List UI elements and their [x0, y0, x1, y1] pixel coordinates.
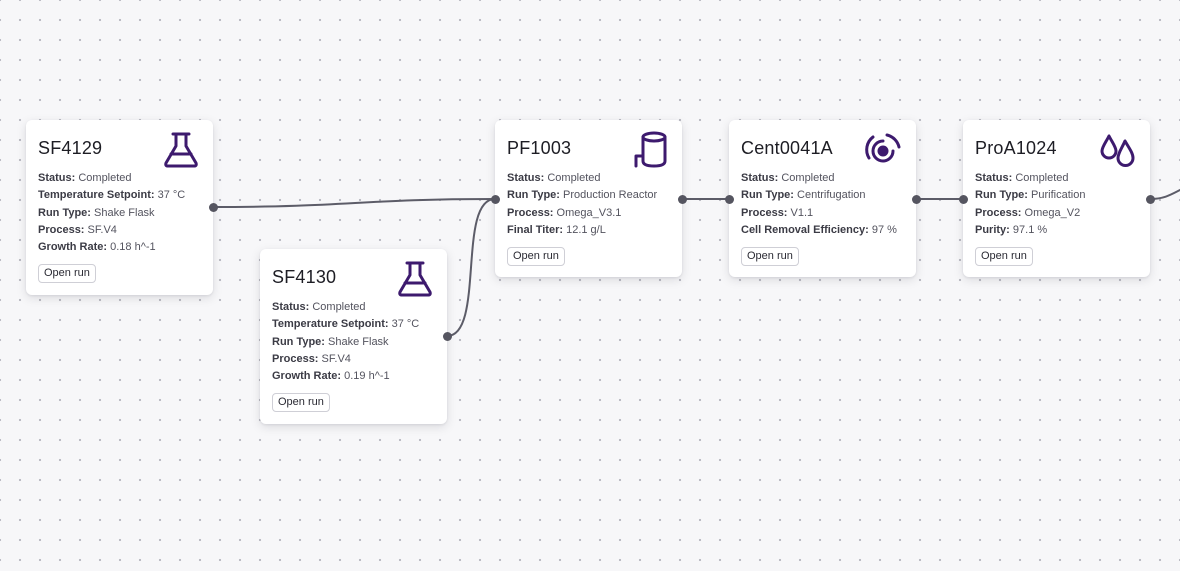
open-run-button[interactable]: Open run	[272, 393, 330, 413]
bioreactor-icon	[630, 130, 670, 170]
edge-sf4129-pf1003	[212, 198, 496, 208]
prop-growth-rate: Growth Rate: 0.18 h^-1	[38, 241, 156, 254]
handle-cent0041a-source[interactable]	[911, 194, 921, 204]
handle-pf1003-target[interactable]	[490, 194, 500, 204]
open-run-button[interactable]: Open run	[741, 247, 799, 267]
node-title: PF1003	[507, 138, 572, 158]
prop-status: Status: Completed	[38, 172, 132, 184]
node-pf1003[interactable]: PF1003 Status: Completed Run Type: Produ…	[495, 120, 682, 277]
drops-icon	[1098, 130, 1138, 170]
open-run-button[interactable]: Open run	[975, 247, 1033, 267]
handle-proa1024-source[interactable]	[1145, 194, 1155, 204]
prop-run-type: Run Type: Shake Flask	[38, 206, 155, 219]
prop-run-type: Run Type: Shake Flask	[272, 335, 389, 348]
prop-process: Process: V1.1	[741, 206, 814, 219]
edge-sf4130-pf1003	[446, 198, 496, 337]
node-sf4130[interactable]: SF4130 Status: Completed Temperature Set…	[260, 249, 447, 424]
handle-sf4130-source[interactable]	[442, 331, 452, 341]
prop-final-titer: Final Titer: 12.1 g/L	[507, 223, 606, 236]
prop-status: Status: Completed	[507, 172, 601, 184]
prop-run-type: Run Type: Centrifugation	[741, 189, 866, 202]
prop-growth-rate: Growth Rate: 0.19 h^-1	[272, 370, 390, 383]
open-run-button[interactable]: Open run	[507, 247, 565, 267]
prop-run-type: Run Type: Production Reactor	[507, 189, 658, 202]
prop-process: Process: SF.V4	[38, 223, 117, 236]
prop-status: Status: Completed	[741, 172, 835, 184]
prop-temperature-setpoint: Temperature Setpoint: 37 °C	[272, 318, 420, 331]
prop-process: Process: Omega_V3.1	[507, 206, 622, 219]
prop-temperature-setpoint: Temperature Setpoint: 37 °C	[38, 189, 186, 202]
node-proa1024[interactable]: ProA1024 Status: Completed Run Type: Pur…	[963, 120, 1150, 277]
handle-pf1003-source[interactable]	[677, 194, 687, 204]
handle-proa1024-target[interactable]	[958, 194, 968, 204]
flask-icon	[395, 259, 435, 299]
node-sf4129[interactable]: SF4129 Status: Completed Temperature Set…	[26, 120, 213, 295]
handle-sf4129-source[interactable]	[208, 202, 218, 212]
prop-cell-removal-efficiency: Cell Removal Efficiency: 97 %	[741, 223, 897, 236]
node-title: SF4129	[38, 138, 103, 158]
node-cent0041a[interactable]: Cent0041A Status: Completed Run Type: Ce…	[729, 120, 916, 277]
edge-proa1024-next	[1149, 188, 1180, 200]
prop-run-type: Run Type: Purification	[975, 189, 1086, 202]
open-run-button[interactable]: Open run	[38, 264, 96, 284]
centrifuge-icon	[864, 130, 904, 170]
prop-purity: Purity: 97.1 %	[975, 223, 1048, 236]
flask-icon	[161, 130, 201, 170]
node-title: ProA1024	[975, 138, 1057, 158]
prop-process: Process: Omega_V2	[975, 206, 1081, 219]
prop-status: Status: Completed	[272, 301, 366, 313]
prop-status: Status: Completed	[975, 172, 1069, 184]
handle-cent0041a-target[interactable]	[724, 194, 734, 204]
node-title: SF4130	[272, 267, 337, 287]
prop-process: Process: SF.V4	[272, 352, 351, 365]
node-title: Cent0041A	[741, 138, 833, 158]
